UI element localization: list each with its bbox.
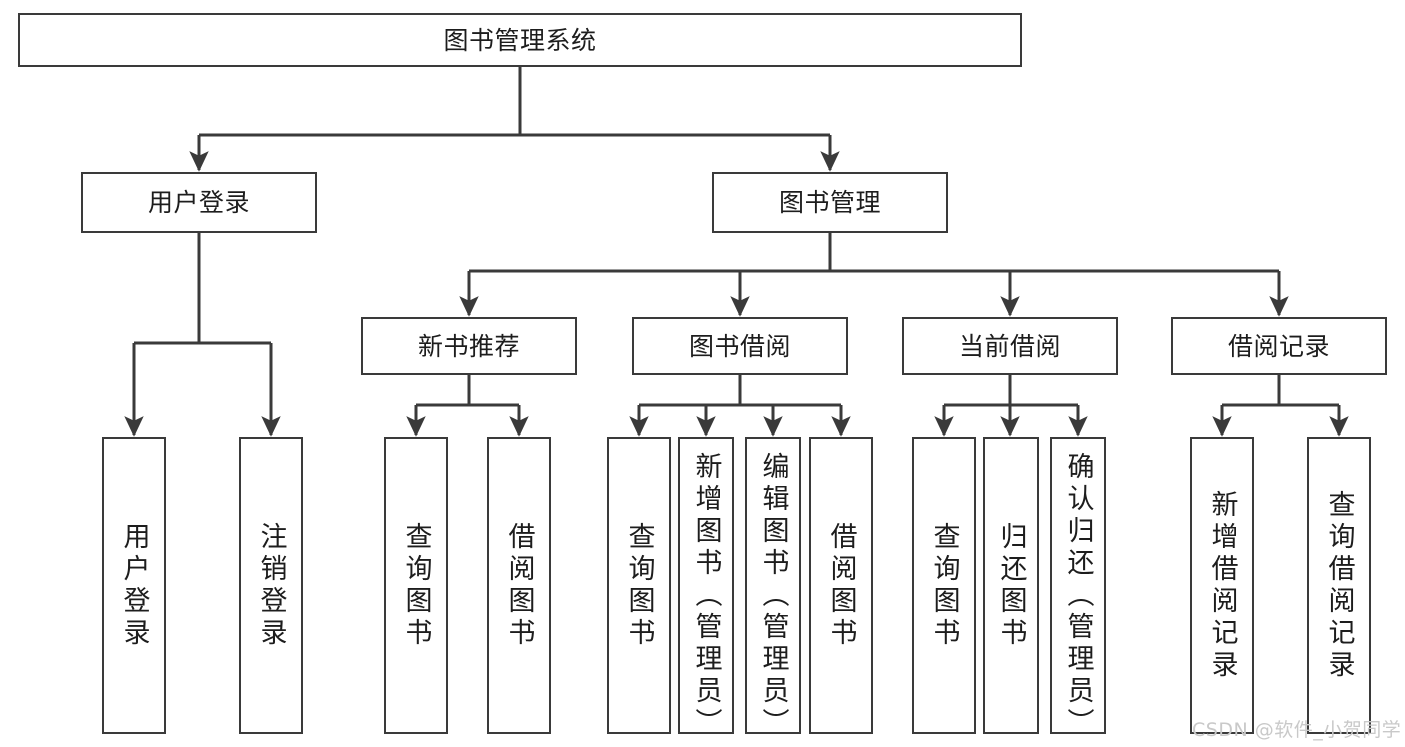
node-label: 借阅图书 — [825, 521, 857, 650]
leaf-query-book-current[interactable]: 查询图书 — [912, 437, 976, 734]
node-label: 编辑图书（管理员） — [757, 451, 789, 740]
leaf-return-book[interactable]: 归还图书 — [983, 437, 1039, 734]
node-label: 图书管理 — [778, 188, 881, 217]
node-label: 确认归还（管理员） — [1062, 451, 1094, 740]
node-borrow-record[interactable]: 借阅记录 — [1171, 317, 1387, 375]
node-user-login[interactable]: 用户登录 — [81, 172, 317, 233]
node-label: 新增借阅记录 — [1206, 489, 1238, 682]
node-label: 归还图书 — [995, 521, 1027, 650]
leaf-add-borrow-record[interactable]: 新增借阅记录 — [1190, 437, 1254, 734]
csdn-watermark: CSDN @软件_小贺同学 — [1192, 719, 1402, 741]
node-label: 借阅记录 — [1227, 331, 1330, 361]
leaf-logout-login[interactable]: 注销登录 — [239, 437, 303, 734]
leaf-query-book-recommend[interactable]: 查询图书 — [384, 437, 448, 734]
node-label: 借阅图书 — [503, 521, 535, 650]
node-label: 图书管理系统 — [443, 25, 597, 55]
leaf-confirm-return-admin[interactable]: 确认归还（管理员） — [1050, 437, 1106, 740]
leaf-borrow-book-recommend[interactable]: 借阅图书 — [487, 437, 551, 734]
node-label: 注销登录 — [255, 521, 287, 650]
node-current-borrow[interactable]: 当前借阅 — [902, 317, 1118, 375]
node-label: 当前借阅 — [958, 331, 1061, 361]
leaf-borrow-book-borrow[interactable]: 借阅图书 — [809, 437, 873, 734]
leaf-query-borrow-record[interactable]: 查询借阅记录 — [1307, 437, 1371, 734]
leaf-user-login[interactable]: 用户登录 — [102, 437, 166, 734]
leaf-edit-book-admin[interactable]: 编辑图书（管理员） — [745, 437, 801, 740]
node-label: 查询图书 — [400, 521, 432, 650]
node-label: 查询借阅记录 — [1323, 489, 1355, 682]
leaf-query-book-borrow[interactable]: 查询图书 — [607, 437, 671, 734]
node-label: 查询图书 — [623, 521, 655, 650]
node-root-book-management-system[interactable]: 图书管理系统 — [18, 13, 1022, 67]
node-label: 图书借阅 — [688, 331, 791, 361]
node-book-management[interactable]: 图书管理 — [712, 172, 948, 233]
node-label: 新书推荐 — [417, 331, 520, 361]
node-new-book-recommend[interactable]: 新书推荐 — [361, 317, 577, 375]
node-label: 查询图书 — [928, 521, 960, 650]
node-label: 新增图书（管理员） — [690, 451, 722, 740]
node-label: 用户登录 — [118, 521, 150, 650]
node-book-borrow[interactable]: 图书借阅 — [632, 317, 848, 375]
leaf-add-book-admin[interactable]: 新增图书（管理员） — [678, 437, 734, 740]
node-label: 用户登录 — [147, 188, 250, 217]
